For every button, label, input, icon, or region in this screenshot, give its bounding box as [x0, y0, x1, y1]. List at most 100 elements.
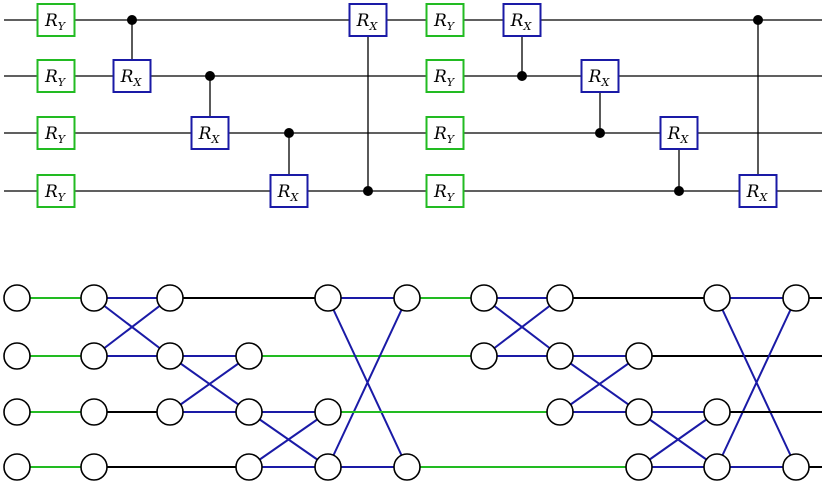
gate-label: RX: [356, 11, 379, 33]
ry-gate: RY: [36, 116, 76, 150]
graph-node: [156, 284, 184, 312]
graph-node: [782, 284, 810, 312]
graph-edge: [638, 411, 718, 468]
graph-node: [546, 398, 574, 426]
node-layer: [3, 284, 810, 481]
gate-box: [659, 116, 699, 150]
rx-gate: RX: [348, 3, 388, 37]
control-dot: [595, 128, 605, 138]
graph-node: [80, 453, 108, 481]
graph-node: [625, 342, 653, 370]
graph-edge: [483, 297, 561, 357]
graph-edge: [248, 411, 329, 468]
gate-label: RX: [667, 124, 690, 146]
gate-box: [425, 174, 465, 208]
gate-box: [269, 174, 309, 208]
graph-edge: [169, 355, 250, 413]
graph-diagram: [3, 284, 822, 481]
gate-box: [112, 59, 152, 93]
rx-gate: RX: [190, 116, 230, 150]
gate-label: RX: [198, 124, 221, 146]
rx-gate: RX: [580, 59, 620, 93]
gate-box: [502, 3, 542, 37]
rx-gate: RX: [738, 174, 778, 208]
graph-edge: [327, 297, 408, 468]
ry-gate: RY: [425, 116, 465, 150]
edge-layer: [17, 297, 822, 468]
graph-edge: [559, 355, 640, 413]
graph-node: [3, 284, 31, 312]
graph-node: [703, 453, 731, 481]
graph-node: [80, 284, 108, 312]
gate-label: RY: [433, 11, 456, 33]
gate-box: [580, 59, 620, 93]
graph-node: [703, 284, 731, 312]
rx-gate: RX: [659, 116, 699, 150]
graph-node: [3, 453, 31, 481]
ry-gate: RY: [425, 3, 465, 37]
graph-node: [314, 398, 342, 426]
graph-node: [470, 284, 498, 312]
rx-gate: RX: [502, 3, 542, 37]
gate-box: [36, 174, 76, 208]
gate-box: [425, 59, 465, 93]
gate-box: [36, 59, 76, 93]
gate-box: [36, 116, 76, 150]
graph-node: [80, 398, 108, 426]
graph-node: [625, 453, 653, 481]
ry-gate: RY: [425, 59, 465, 93]
gate-label: RY: [44, 67, 67, 89]
graph-node: [80, 342, 108, 370]
graph-node: [235, 342, 263, 370]
graph-edge: [716, 297, 797, 468]
graph-node: [156, 342, 184, 370]
gate-label: RY: [44, 124, 67, 146]
gate-box: [425, 116, 465, 150]
gate-box: [738, 174, 778, 208]
graph-node: [3, 342, 31, 370]
graph-node: [470, 342, 498, 370]
control-dot: [517, 71, 527, 81]
graph-node: [625, 398, 653, 426]
gate-label: RY: [433, 182, 456, 204]
gate-label: RX: [277, 182, 300, 204]
gate-label: RY: [44, 182, 67, 204]
rx-gate: RX: [269, 174, 309, 208]
ry-gate: RY: [36, 59, 76, 93]
graph-node: [3, 398, 31, 426]
graph-node: [314, 453, 342, 481]
graph-node: [235, 453, 263, 481]
graph-node: [314, 284, 342, 312]
gate-label: RY: [44, 11, 67, 33]
gate-box: [36, 3, 76, 37]
ry-gate: RY: [36, 174, 76, 208]
gate-label: RX: [120, 67, 143, 89]
graph-node: [703, 398, 731, 426]
control-dot: [753, 15, 763, 25]
ry-gate: RY: [425, 174, 465, 208]
gate-label: RX: [510, 11, 533, 33]
gate-box: [190, 116, 230, 150]
gate-box: [425, 3, 465, 37]
graph-node: [393, 453, 421, 481]
gate-box: [348, 3, 388, 37]
rx-gate: RX: [112, 59, 152, 93]
gate-label: RY: [433, 124, 456, 146]
control-dot: [127, 15, 137, 25]
control-dot: [674, 186, 684, 196]
control-dot: [284, 128, 294, 138]
quantum-circuit: RY RY RY RY RX RX RX RX RY RY RY RY RX RX RX RX: [4, 3, 822, 208]
gate-label: RX: [588, 67, 611, 89]
graph-node: [546, 342, 574, 370]
gate-label: RX: [746, 182, 769, 204]
graph-edge: [93, 297, 171, 357]
ry-gate: RY: [36, 3, 76, 37]
control-dot: [205, 71, 215, 81]
graph-node: [393, 284, 421, 312]
graph-node: [782, 453, 810, 481]
gate-label: RY: [433, 67, 456, 89]
graph-node: [156, 398, 184, 426]
graph-node: [235, 398, 263, 426]
graph-node: [546, 284, 574, 312]
